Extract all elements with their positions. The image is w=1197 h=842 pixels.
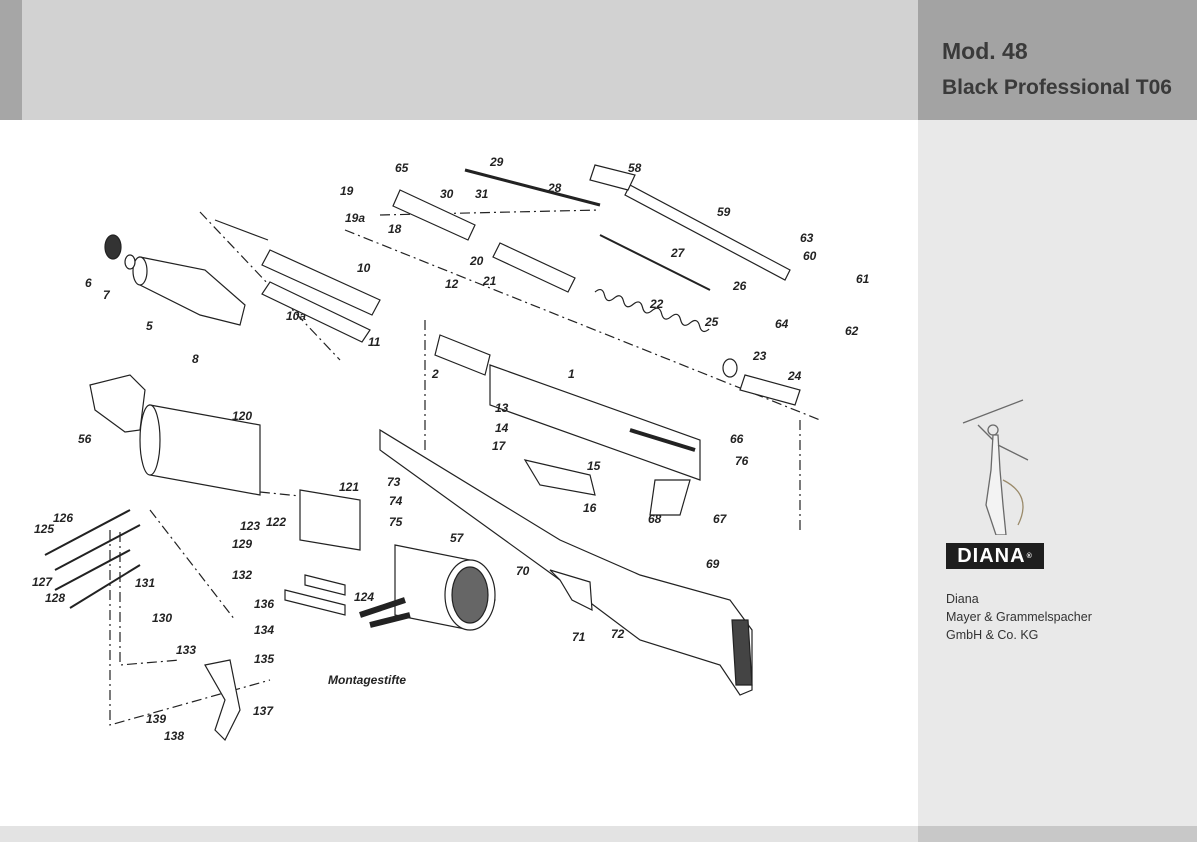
svg-text:27: 27 <box>670 246 686 260</box>
footer-band <box>0 826 918 842</box>
svg-text:14: 14 <box>495 421 509 435</box>
diana-logo: DIANA® <box>946 543 1044 569</box>
huntress-figure-icon <box>962 399 1029 535</box>
svg-text:58: 58 <box>628 161 642 175</box>
svg-text:123: 123 <box>240 519 260 533</box>
svg-text:129: 129 <box>232 537 252 551</box>
svg-text:72: 72 <box>611 627 625 641</box>
svg-text:133: 133 <box>176 643 196 657</box>
svg-text:18: 18 <box>388 222 402 236</box>
model-variant: Black Professional T06 <box>942 76 1172 99</box>
svg-text:125: 125 <box>34 522 54 536</box>
svg-text:137: 137 <box>253 704 274 718</box>
svg-text:128: 128 <box>45 591 65 605</box>
svg-text:20: 20 <box>469 254 484 268</box>
svg-text:59: 59 <box>717 205 731 219</box>
svg-text:19: 19 <box>340 184 354 198</box>
svg-text:66: 66 <box>730 432 744 446</box>
header-accent-bar <box>0 0 22 120</box>
svg-text:26: 26 <box>732 279 747 293</box>
company-line-2: Mayer & Grammelspacher <box>946 610 1092 624</box>
svg-text:21: 21 <box>482 274 497 288</box>
svg-text:25: 25 <box>704 315 719 329</box>
svg-text:131: 131 <box>135 576 155 590</box>
montagestifte-label: Montagestifte <box>328 673 406 687</box>
svg-text:136: 136 <box>254 597 274 611</box>
registered-mark: ® <box>1026 552 1033 560</box>
svg-text:134: 134 <box>254 623 274 637</box>
company-name: Diana <box>946 592 979 606</box>
footer-accent <box>918 826 1197 842</box>
svg-text:19a: 19a <box>345 211 365 225</box>
svg-text:74: 74 <box>389 494 403 508</box>
svg-text:6: 6 <box>85 276 92 290</box>
svg-text:124: 124 <box>354 590 374 604</box>
svg-text:28: 28 <box>547 181 562 195</box>
svg-text:7: 7 <box>103 288 111 302</box>
svg-text:1: 1 <box>568 367 575 381</box>
svg-text:60: 60 <box>803 249 817 263</box>
exploded-parts-diagram: 65 19 19a 30 31 29 28 58 59 18 20 21 27 … <box>32 155 870 743</box>
company-block: Diana Mayer & Grammelspacher GmbH & Co. … <box>946 590 1092 644</box>
svg-text:130: 130 <box>152 611 172 625</box>
svg-text:69: 69 <box>706 557 720 571</box>
svg-text:56: 56 <box>78 432 92 446</box>
svg-text:70: 70 <box>516 564 530 578</box>
svg-text:68: 68 <box>648 512 662 526</box>
svg-text:65: 65 <box>395 161 409 175</box>
svg-text:10: 10 <box>357 261 371 275</box>
svg-text:75: 75 <box>389 515 403 529</box>
svg-text:61: 61 <box>856 272 870 286</box>
svg-text:31: 31 <box>475 187 489 201</box>
model-title: Mod. 48 <box>942 38 1028 64</box>
header-band <box>0 0 918 120</box>
svg-text:15: 15 <box>587 459 601 473</box>
company-line-3: GmbH & Co. KG <box>946 628 1039 642</box>
svg-text:71: 71 <box>572 630 586 644</box>
svg-text:24: 24 <box>787 369 802 383</box>
svg-text:63: 63 <box>800 231 814 245</box>
svg-text:57: 57 <box>450 531 465 545</box>
svg-text:10a: 10a <box>286 309 306 323</box>
svg-text:12: 12 <box>445 277 459 291</box>
svg-text:29: 29 <box>489 155 504 169</box>
svg-text:73: 73 <box>387 475 401 489</box>
svg-text:8: 8 <box>192 352 199 366</box>
svg-text:138: 138 <box>164 729 184 743</box>
svg-text:76: 76 <box>735 454 749 468</box>
svg-text:135: 135 <box>254 652 274 666</box>
svg-text:139: 139 <box>146 712 166 726</box>
svg-text:5: 5 <box>146 319 153 333</box>
side-panel <box>918 0 1197 842</box>
svg-text:13: 13 <box>495 401 509 415</box>
svg-text:22: 22 <box>649 297 664 311</box>
title-panel <box>918 0 1197 120</box>
brand-logo-text: DIANA <box>957 544 1026 567</box>
svg-text:64: 64 <box>775 317 789 331</box>
svg-text:120: 120 <box>232 409 252 423</box>
svg-text:17: 17 <box>492 439 507 453</box>
svg-text:121: 121 <box>339 480 359 494</box>
svg-text:132: 132 <box>232 568 252 582</box>
svg-text:127: 127 <box>32 575 53 589</box>
svg-text:16: 16 <box>583 501 597 515</box>
svg-text:122: 122 <box>266 515 286 529</box>
svg-text:30: 30 <box>440 187 454 201</box>
svg-text:11: 11 <box>368 335 381 349</box>
svg-text:2: 2 <box>431 367 439 381</box>
svg-text:23: 23 <box>752 349 767 363</box>
svg-text:126: 126 <box>53 511 73 525</box>
svg-text:67: 67 <box>713 512 728 526</box>
svg-text:62: 62 <box>845 324 859 338</box>
